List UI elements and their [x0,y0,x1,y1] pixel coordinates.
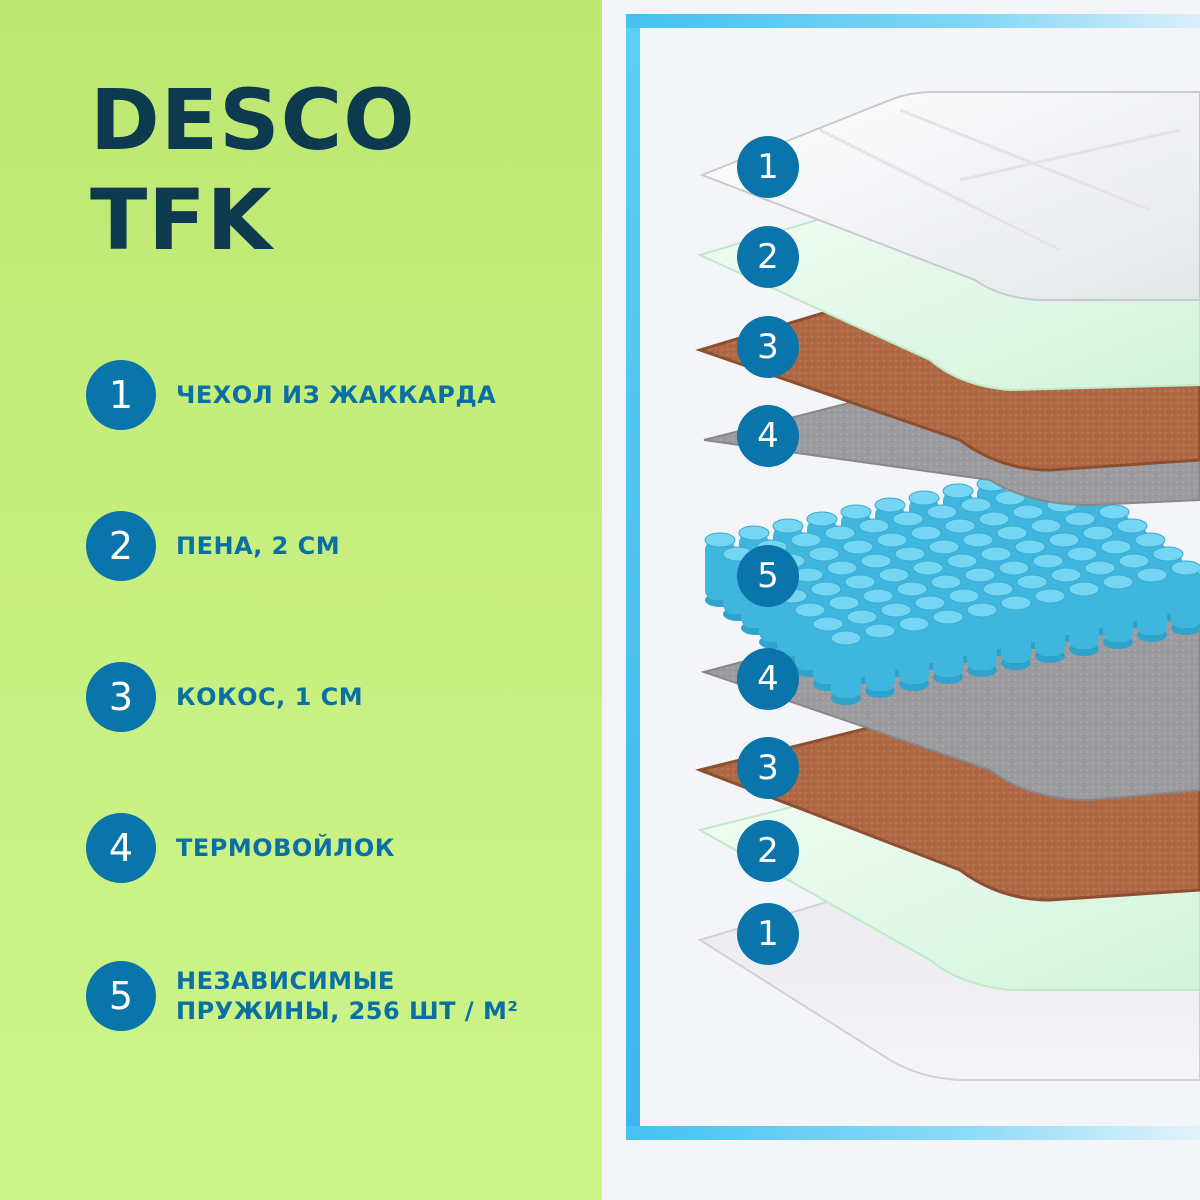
legend-label: ТЕРМОВОЙЛОК [176,834,395,862]
spring-cylinder [1068,581,1100,656]
cover-quilting-line [819,128,1061,252]
legend-label: КОКОС, 1 СМ [176,683,364,711]
layer-badge-3-bottom: 3 [737,737,799,799]
legend-item-4: 4 ТЕРМОВОЙЛОК [86,813,395,883]
layer-badge-1-bottom: 1 [737,903,799,965]
legend-number-badge: 3 [86,662,156,732]
spring-cylinder [932,609,964,684]
spring-cylinder [830,630,862,705]
spring-cylinder [1170,560,1200,635]
legend-number-badge: 2 [86,511,156,581]
spring-cylinder [1000,595,1032,670]
legend-number-badge: 1 [86,360,156,430]
legend-label: НЕЗАВИСИМЫЕ ПРУЖИНЫ, 256 ШТ / М² [176,967,519,1025]
spring-cylinder [1136,567,1168,642]
title-line-2: TFK [90,171,273,269]
spring-cylinder [966,602,998,677]
layer-badge-2-top: 2 [737,226,799,288]
left-panel: DESCO TFK 1 ЧЕХОЛ ИЗ ЖАККАРДА 2 ПЕНА, 2 … [0,0,602,1200]
spring-cylinder [898,616,930,691]
mattress-layers-illustration [695,91,1200,1081]
legend-item-5: 5 НЕЗАВИСИМЫЕ ПРУЖИНЫ, 256 ШТ / М² [86,961,518,1031]
title-line-1: DESCO [90,71,416,169]
legend-number-badge: 5 [86,961,156,1031]
legend-number-badge: 4 [86,813,156,883]
frame-top-border [626,14,1200,28]
legend-item-2: 2 ПЕНА, 2 СМ [86,511,340,581]
layer-badge-4-bottom: 4 [737,648,799,710]
spring-cylinder [1102,574,1134,649]
frame-left-border [626,14,640,1140]
layer-badge-5: 5 [737,545,799,607]
layer-springs [704,462,1200,705]
legend-item-1: 1 ЧЕХОЛ ИЗ ЖАККАРДА [86,360,496,430]
layer-badge-1-top: 1 [737,136,799,198]
layer-badge-3-top: 3 [737,316,799,378]
legend-label: ЧЕХОЛ ИЗ ЖАККАРДА [176,381,497,409]
layer-badge-2-bottom: 2 [737,820,799,882]
legend-label: ПЕНА, 2 СМ [176,532,341,560]
spring-cylinder [864,623,896,698]
legend-item-3: 3 КОКОС, 1 СМ [86,662,363,732]
product-title: DESCO TFK [90,70,416,270]
cover-quilting-line [899,108,1151,212]
spring-cylinder [1034,588,1066,663]
frame-bottom-border [626,1126,1200,1140]
layer-badge-4-top: 4 [737,405,799,467]
cover-quilting-line [959,128,1181,182]
